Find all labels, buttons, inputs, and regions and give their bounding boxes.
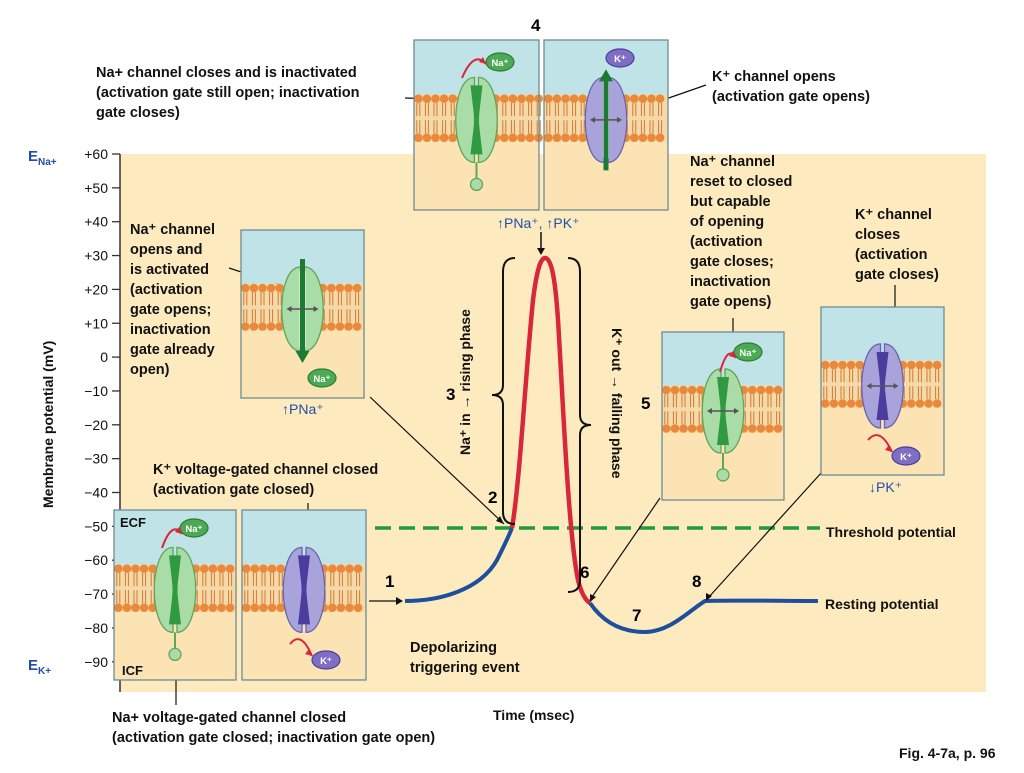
panel-na-opens: Na⁺ (240, 229, 365, 399)
permeability-k-label: ↓PK⁺ (869, 479, 902, 495)
annotation-na-inactivated: Na+ channel closes and is inactivated (a… (96, 65, 360, 121)
annotation-k-opens: K⁺ channel opens (activation gate opens) (712, 69, 870, 105)
panel-na-reset: Na⁺ (661, 331, 785, 501)
falling-phase-brace (567, 257, 592, 593)
annotation-na-opens: Na⁺ channel opens and is activated (acti… (130, 222, 216, 378)
y-tick-label: +30 (84, 248, 108, 264)
y-tick-label: −20 (84, 417, 108, 433)
step-3: 3 (446, 385, 455, 404)
svg-text:Na⁺: Na⁺ (739, 348, 756, 359)
svg-text:K⁺: K⁺ (320, 656, 332, 667)
y-axis-label: Membrane potential (mV) (40, 341, 56, 508)
leader-arrow-8 (706, 593, 712, 601)
annotation-k-closed: K⁺ voltage-gated channel closed (activat… (153, 462, 379, 498)
annotation-k-closes: K⁺ channel closes (activation gate close… (855, 207, 939, 283)
y-tick-label: 0 (100, 349, 108, 365)
y-tick-label: −80 (84, 620, 108, 636)
resting-depolarization-curve (404, 527, 514, 603)
channel-panels: Na⁺ K⁺ Na⁺ Na⁺ K⁺ Na⁺ ECF ICF K⁺ (113, 39, 945, 681)
y-tick-label: −90 (84, 654, 108, 670)
x-axis-label: Time (msec) (493, 707, 574, 723)
rising-phase-label: Na⁺ in → rising phase (457, 309, 473, 455)
step-6: 6 (580, 563, 589, 582)
y-tick-label: +50 (84, 180, 108, 196)
svg-text:Na⁺: Na⁺ (491, 58, 508, 69)
ecf-label: ECF (120, 515, 146, 530)
y-tick-label: +40 (84, 214, 108, 230)
depolarizing-label: Depolarizing triggering event (410, 640, 520, 676)
leader-arrow-1 (396, 597, 403, 605)
svg-text:Na⁺: Na⁺ (185, 524, 202, 535)
action-potential-spike-curve (509, 255, 592, 605)
permeability-peak-label: ↑PNa⁺, ↑PK⁺ (497, 215, 579, 231)
repolarization-resting-curve (588, 598, 819, 635)
y-tick-label: −10 (84, 383, 108, 399)
annotation-na-reset: Na⁺ channel reset to closed but capable … (690, 154, 793, 310)
step-8: 8 (692, 572, 701, 591)
svg-text:K⁺: K⁺ (614, 54, 626, 65)
panel-k-closes: K⁺ (820, 306, 945, 476)
y-tick-label: −30 (84, 451, 108, 467)
y-tick-label: +10 (84, 315, 108, 331)
threshold-label: Threshold potential (826, 524, 956, 540)
panel-na-closed: Na⁺ ECF ICF (113, 509, 237, 681)
svg-text:K⁺: K⁺ (900, 452, 912, 463)
svg-text:Na⁺: Na⁺ (313, 374, 330, 385)
panel-na-inactivated: Na⁺ (413, 39, 543, 211)
annotation-na-closed: Na+ voltage-gated channel closed (activa… (112, 710, 436, 746)
step-5: 5 (641, 394, 650, 413)
leader-arrow-6 (590, 594, 596, 602)
step-7: 7 (632, 606, 641, 625)
y-axis-ticks: +60 +50 +40 +30 +20 +10 0 −10 −20 −30 −40 −50 −60 −70… (84, 146, 120, 670)
panel-k-opens: K⁺ (543, 39, 669, 211)
rising-phase-brace (491, 257, 516, 525)
leader-arrow-2 (496, 516, 504, 524)
peak-arrow-head (537, 248, 545, 255)
y-tick-label: +20 (84, 281, 108, 297)
step-4: 4 (531, 16, 541, 35)
figure-caption: Fig. 4-7a, p. 96 (899, 745, 996, 761)
y-tick-label: −40 (84, 485, 108, 501)
permeability-na-label: ↑PNa⁺ (282, 401, 324, 417)
icf-label: ICF (122, 663, 143, 678)
y-tick-label: −50 (84, 518, 108, 534)
y-tick-label: −70 (84, 586, 108, 602)
falling-phase-label: K⁺ out → falling phase (609, 328, 625, 479)
y-tick-label: −60 (84, 552, 108, 568)
step-2: 2 (488, 488, 497, 507)
e-na-label: ENa+ (28, 148, 57, 168)
resting-label: Resting potential (825, 596, 939, 612)
panel-k-closed: K⁺ (241, 509, 367, 681)
step-1: 1 (385, 572, 394, 591)
e-k-label: EK+ (28, 657, 51, 677)
y-tick-label: +60 (84, 146, 108, 162)
